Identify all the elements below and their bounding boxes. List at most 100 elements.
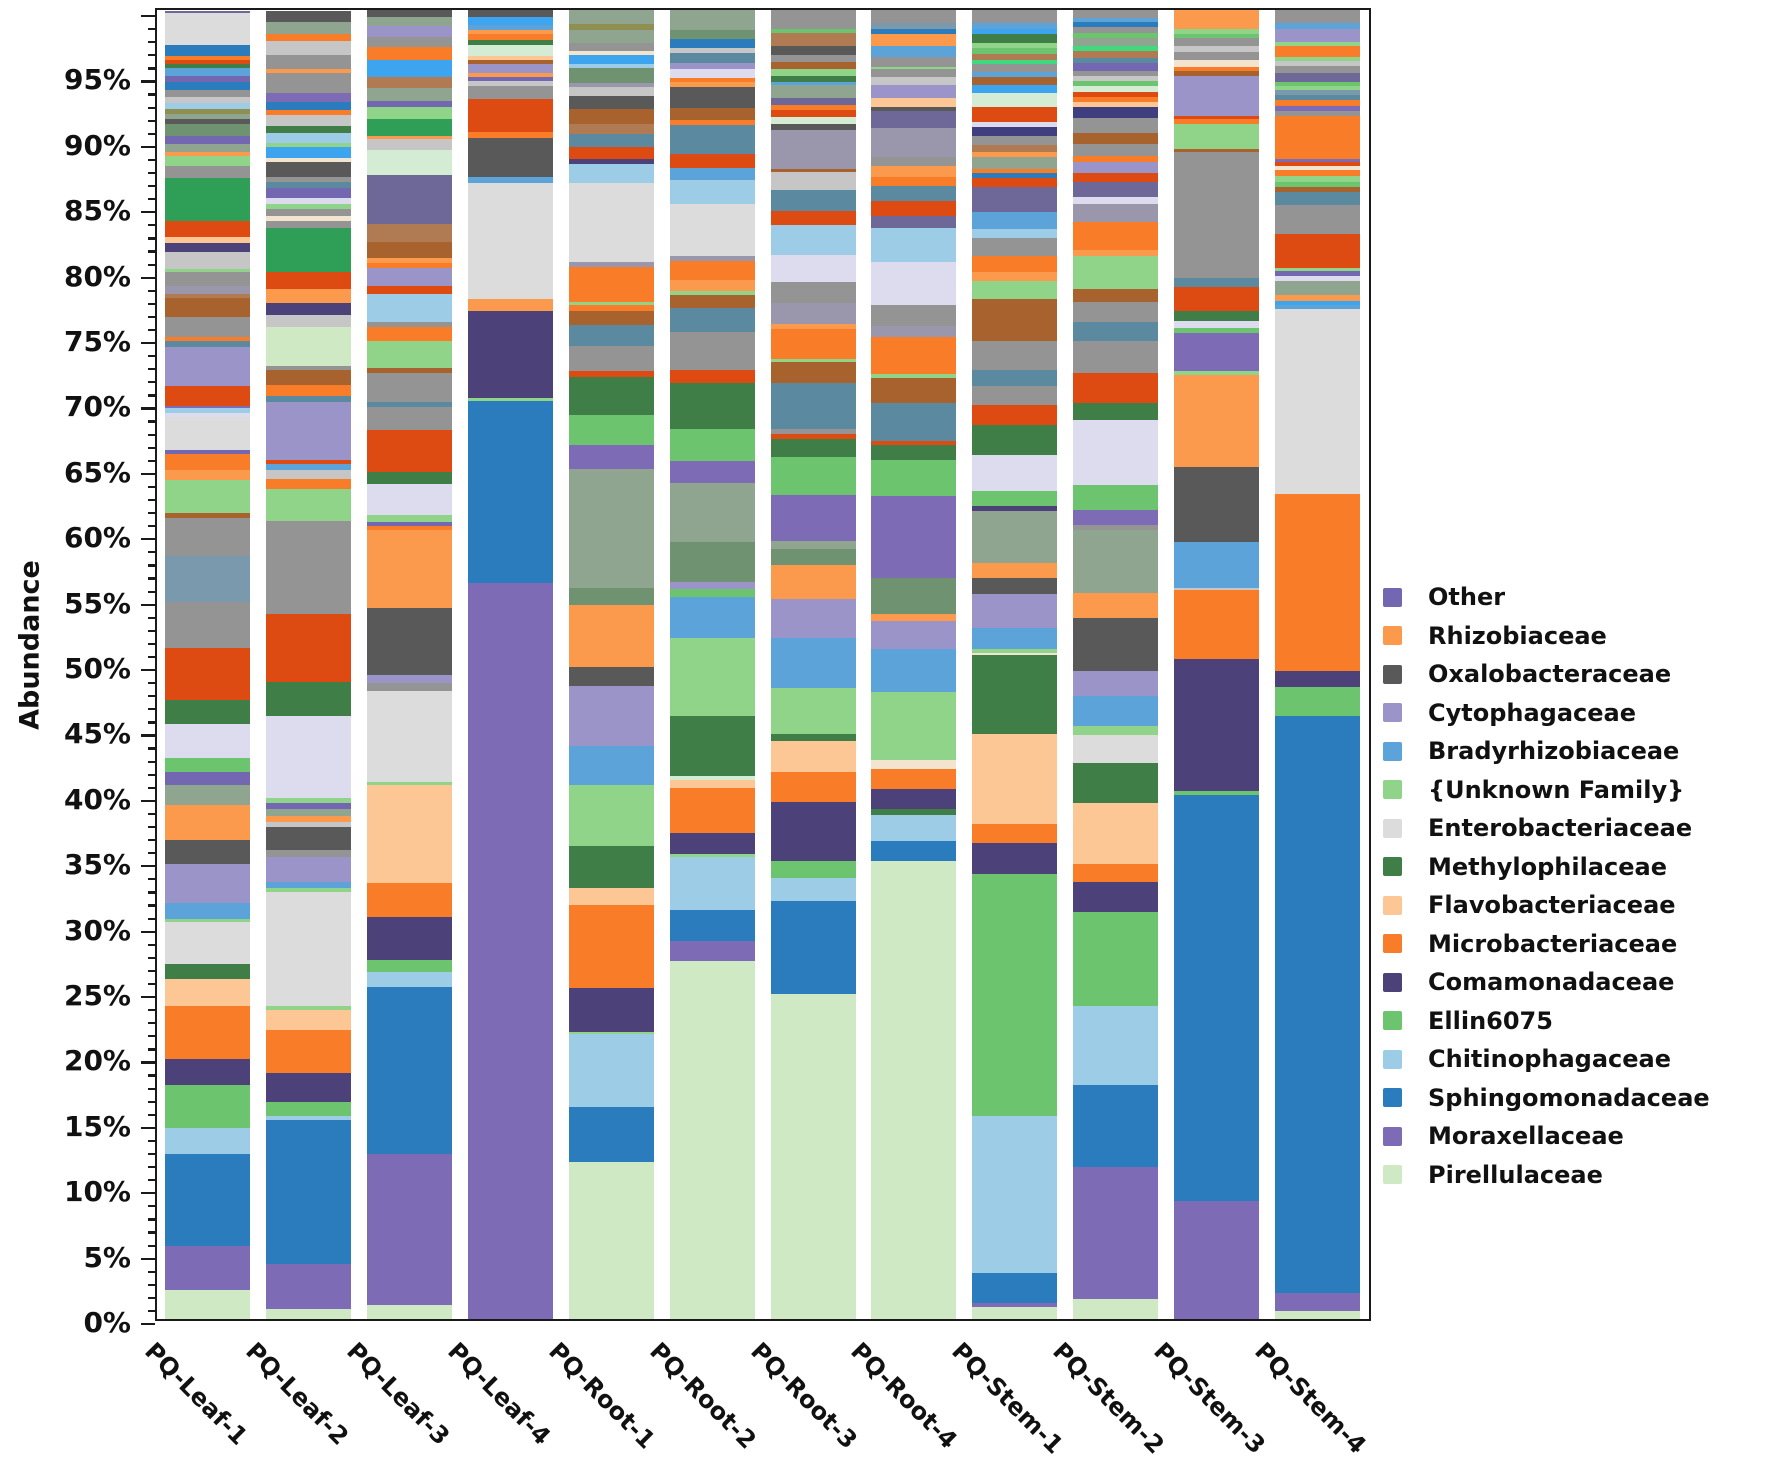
bar-segment-brown <box>770 61 856 70</box>
bar-segment-redorange <box>871 440 957 445</box>
y-minor-tick <box>148 956 155 959</box>
bar-segment-unknown_family <box>972 281 1058 300</box>
x-tick-label: PQ-Root-1 <box>542 1337 661 1455</box>
bar-segment-ellin6075 <box>1174 33 1260 38</box>
bar-segment-palegreenlight <box>770 116 856 125</box>
bar-segment-gray <box>1073 27 1159 33</box>
y-minor-tick <box>148 328 155 332</box>
bar-segment-gray <box>366 682 452 691</box>
bar-segment-graygreen <box>568 468 654 588</box>
bar-segment-rhizobiaceae <box>1174 10 1260 29</box>
y-tick-label: 55% <box>63 586 131 620</box>
y-minor-tick <box>148 1139 155 1143</box>
bar-segment-tan <box>165 294 250 299</box>
bar-segment-gray <box>265 176 351 182</box>
bar-segment-rhizobiaceae <box>265 816 351 822</box>
bar-segment-oxalobacteraceae <box>165 840 250 864</box>
y-minor-tick <box>148 1218 155 1221</box>
bar-segment-silver <box>265 315 351 328</box>
y-tick-label: 95% <box>63 63 131 97</box>
bar-segment-bradyrhizobiaceae <box>871 45 957 58</box>
bar-segment-moraxellaceae <box>265 1264 351 1309</box>
y-minor-tick <box>148 564 155 567</box>
y-minor-tick <box>148 106 155 109</box>
bar-segment-unknown_family <box>165 918 250 923</box>
bar-segment-oxalobacteraceae <box>467 138 553 178</box>
bar-segment-palegreenlight <box>669 776 755 781</box>
bar-segment-moraxellaceae <box>1275 159 1361 162</box>
bar-segment-graygreen <box>265 808 351 817</box>
bar-segment-gray <box>770 281 856 303</box>
bar-segment-comamonadaceae <box>165 1058 250 1085</box>
bar-segment-unknown_family <box>669 853 755 858</box>
bar-segment-palegreenlight <box>972 92 1058 108</box>
y-tick-label: 15% <box>63 1109 131 1143</box>
legend-label: Rhizobiaceae <box>1428 621 1607 650</box>
bar-segment-gray <box>165 166 250 178</box>
bar-segment-bradyrhizobiaceae <box>770 82 856 86</box>
bar-segment-moraxellaceae <box>1073 1167 1159 1300</box>
bar-segment-gray <box>165 518 250 557</box>
x-tick-label: PQ-Root-3 <box>744 1337 863 1455</box>
bar-segment-redorange <box>568 371 654 377</box>
bar-segment-gray <box>770 428 856 434</box>
bar-segment-darkgraygreen <box>770 549 856 565</box>
y-minor-tick <box>148 67 155 70</box>
y-minor-tick <box>148 982 155 986</box>
bar-segment-enterobacteriaceae <box>568 182 654 262</box>
bar-segment-microbacteriaceae <box>265 34 351 41</box>
bar-segment-chitinophagaceae <box>165 1127 250 1155</box>
bar-segment-olive <box>568 23 654 31</box>
bar-segment-other <box>265 188 351 198</box>
bar-segment-unknown_family <box>871 374 957 378</box>
bar-segment-comamonadaceae <box>366 917 452 961</box>
bar-segment-sphingomonadaceae <box>871 28 957 34</box>
y-minor-tick <box>148 237 155 240</box>
bar-segment-unknown_family <box>568 301 654 306</box>
bar-segment-methylophilaceae <box>568 845 654 888</box>
bar-segment-bradyrhizobiaceae <box>568 745 654 786</box>
y-minor-tick <box>148 1022 155 1025</box>
bar-segment-slatepurple <box>165 10 250 14</box>
y-minor-tick <box>148 1309 155 1313</box>
bar-segment-graygreen <box>165 143 250 152</box>
bar-segment-gray <box>1073 70 1159 76</box>
bar-segment-silver <box>165 252 250 270</box>
bar-segment-ellin6075 <box>165 757 250 772</box>
bar-PQ-Leaf-3 <box>366 10 452 1319</box>
bar-segment-bradyrhizobiaceae <box>972 627 1058 649</box>
bar-segment-pirellulaceae <box>871 860 957 1319</box>
bar-segment-rhizobiaceae <box>265 289 351 304</box>
bar-segment-cytophagaceae <box>871 84 957 98</box>
bar-segment-graygreen <box>568 10 654 24</box>
x-tick-label: PQ-Root-2 <box>643 1337 762 1455</box>
bar-segment-moraxellaceae <box>770 495 856 542</box>
bar-segment-redorange <box>165 221 250 237</box>
bar-segment-gray <box>165 90 250 97</box>
bar-segment-tan <box>972 145 1058 152</box>
bar-segment-gray <box>972 385 1058 406</box>
bar-segment-brown <box>568 310 654 326</box>
y-minor-tick <box>148 394 155 397</box>
bar-segment-microbacteriaceae <box>165 1006 250 1059</box>
x-tick-label: PQ-Leaf-2 <box>240 1337 354 1451</box>
legend-label: Moraxellaceae <box>1428 1122 1624 1151</box>
bar-segment-brown <box>467 59 553 64</box>
bar-segment-rhizobiaceae <box>366 529 452 609</box>
legend-label: Flavobacteriaceae <box>1428 891 1676 920</box>
bar-segment-enterobacteriaceae <box>366 690 452 783</box>
bar-segment-microbacteriaceae <box>366 326 452 342</box>
bar-segment-other <box>1275 270 1361 276</box>
y-major-tick <box>141 538 155 541</box>
y-major-tick <box>141 472 155 475</box>
bar-segment-cream <box>568 51 654 56</box>
bar-segment-redorange <box>1174 287 1260 311</box>
bar-segment-brown <box>568 109 654 124</box>
bar-segment-pirellulaceae <box>265 327 351 367</box>
bar-segment-microbacteriaceae <box>871 337 957 375</box>
bar-segment-gray <box>265 850 351 858</box>
bar-segment-tan <box>972 53 1058 61</box>
bar-segment-microbacteriaceae <box>568 305 654 311</box>
bar-segment-rhizobiaceae <box>366 257 452 263</box>
bar-segment-cytophagaceae <box>1073 671 1159 697</box>
